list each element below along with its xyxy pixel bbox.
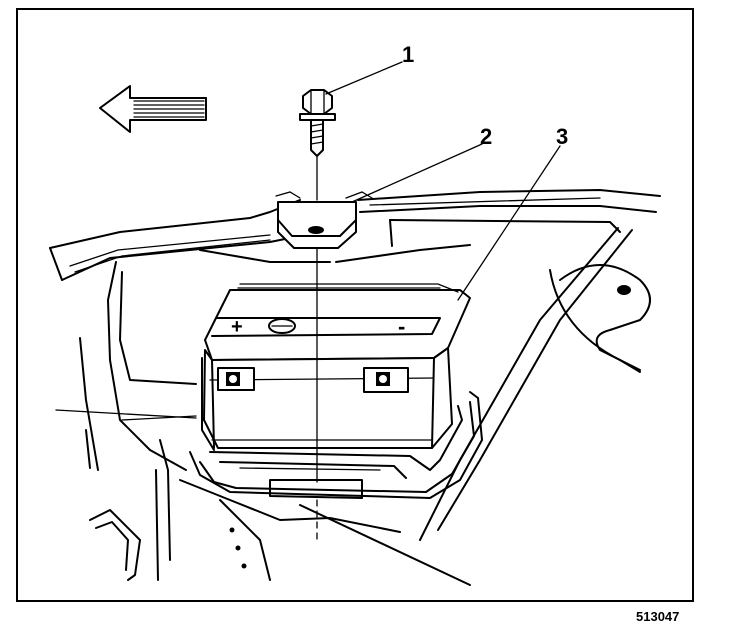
battery-negative-marking: -	[398, 314, 405, 339]
callout-2-label: 2	[480, 124, 492, 149]
callout-2-leader	[351, 143, 483, 203]
battery-positive-marking: +	[231, 316, 243, 338]
callout-1-label: 1	[402, 42, 414, 67]
bolt	[299, 89, 336, 157]
figure-number: 513047	[636, 609, 680, 624]
callout-1-leader	[325, 61, 403, 95]
callout-3-leader	[457, 145, 561, 301]
illustration-frame	[16, 8, 694, 602]
callout-3-label: 3	[556, 124, 568, 149]
front-direction-arrow-icon	[99, 85, 207, 133]
hold-down-retainer	[275, 191, 373, 249]
battery-tray	[89, 391, 483, 586]
battery: + -	[201, 283, 471, 451]
inner-fender-panel	[419, 227, 651, 541]
